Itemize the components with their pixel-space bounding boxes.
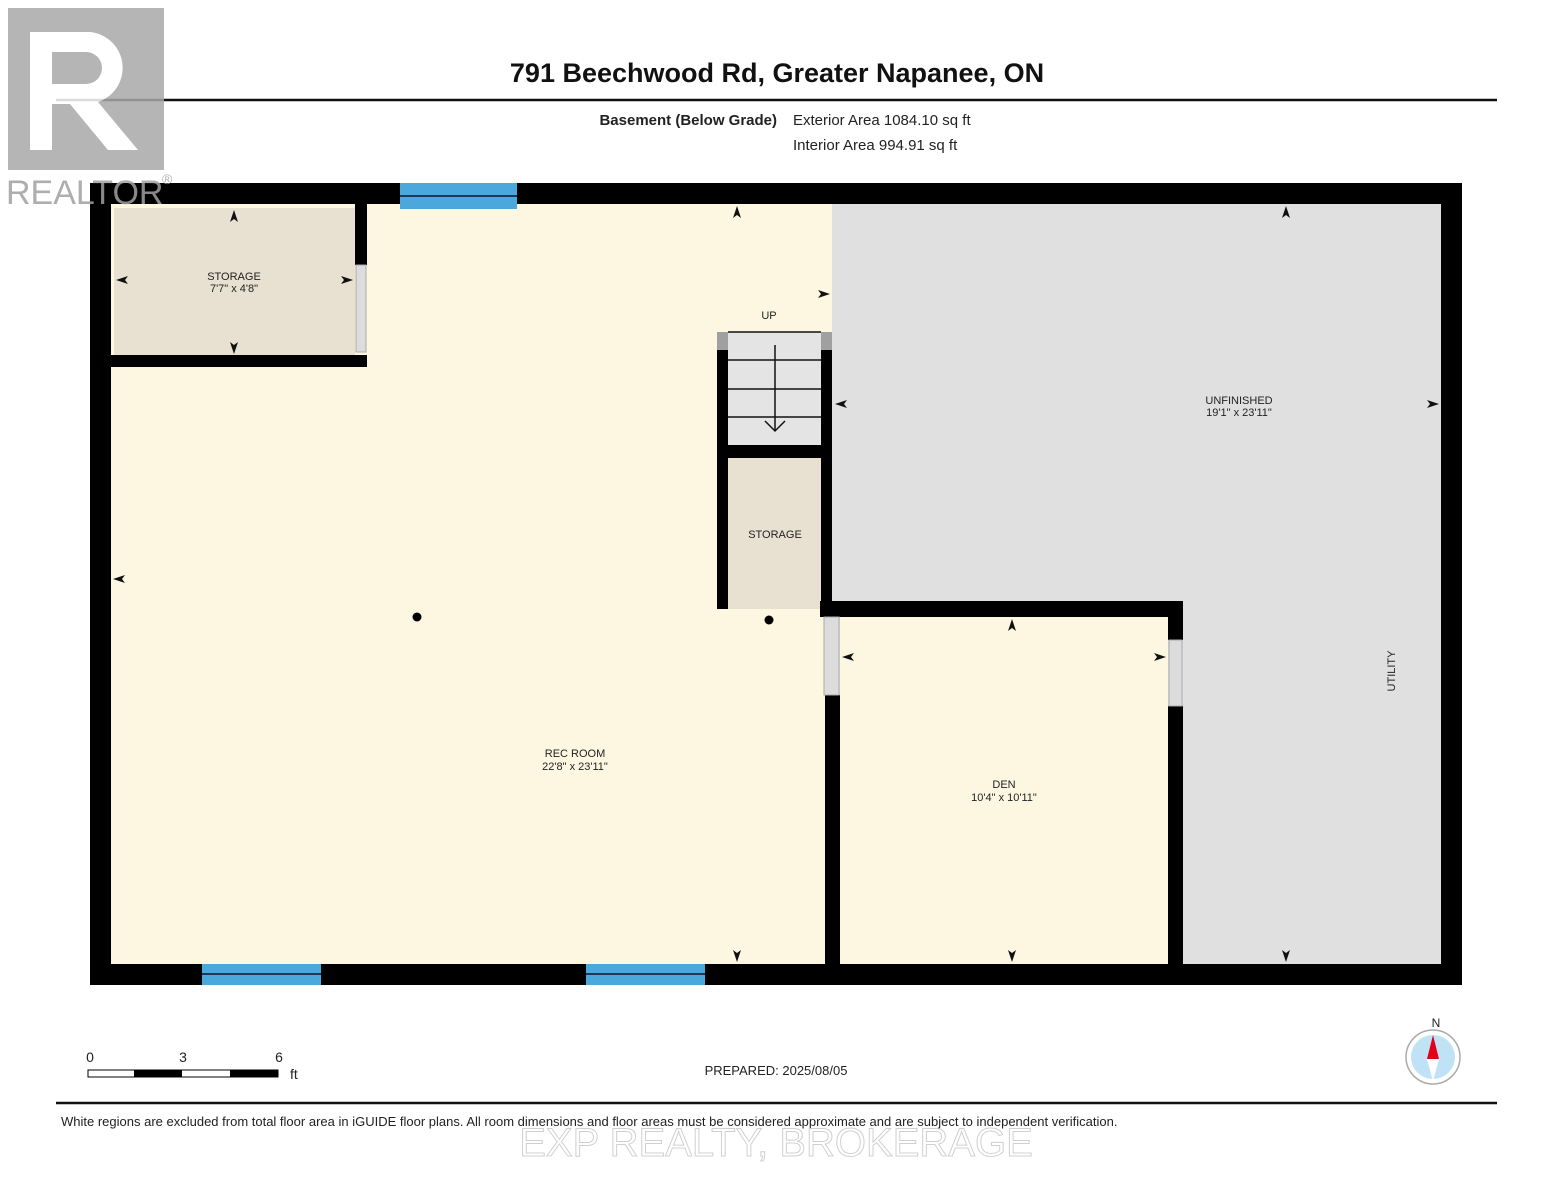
interior-area: Interior Area 994.91 sq ft [793,137,958,154]
storage-top-dims: 7'7" x 4'8" [210,283,258,295]
storage-top-name: STORAGE [207,271,261,283]
window [586,964,705,985]
compass-icon: N [1405,1016,1461,1085]
page-title: 791 Beechwood Rd, Greater Napanee, ON [510,58,1044,88]
stair-treads [728,331,821,433]
disclaimer: White regions are excluded from total fl… [61,1114,1117,1129]
utility-name: UTILITY [1386,650,1398,692]
stair-post [821,332,832,350]
rec-room-name: REC ROOM [545,748,606,760]
storage-top-floor [114,208,355,355]
storage-small-name: STORAGE [748,529,802,541]
stair-post [717,332,728,350]
utility-door [1168,639,1183,707]
scale-unit: ft [290,1066,298,1082]
dimension-arrows [113,206,1439,962]
post-marker [764,615,774,625]
stairs-label: UP [761,310,776,322]
rec-room-dims: 22'8" x 23'11" [542,761,608,773]
windows [202,183,705,985]
realtor-logo-text: REALTOR [6,174,163,212]
realtor-logo: REALTOR ® [6,8,173,212]
den-door [823,616,840,696]
svg-text:®: ® [162,171,173,187]
svg-text:3: 3 [179,1049,187,1065]
svg-text:6: 6 [275,1049,283,1065]
storage-small-floor [728,458,821,609]
exterior-area: Exterior Area 1084.10 sq ft [793,112,971,129]
den-floor [840,617,1168,964]
svg-text:0: 0 [86,1049,94,1065]
svg-text:N: N [1432,1016,1441,1030]
scale-bar: 0 3 6 ft [86,1049,298,1082]
window [400,183,517,209]
den-dims: 10'4" x 10'11" [971,792,1037,804]
unfinished-dims: 19'1" x 23'11" [1206,407,1272,419]
window [202,964,321,985]
den-name: DEN [992,779,1015,791]
post-marker [412,612,422,622]
prepared-date: PREPARED: 2025/08/05 [705,1063,848,1078]
watermark: EXP REALTY, BROKERAGE [519,1121,1033,1165]
storage-door [355,264,367,353]
unfinished-name: UNFINISHED [1205,395,1272,407]
floor-label: Basement (Below Grade) [599,112,777,129]
